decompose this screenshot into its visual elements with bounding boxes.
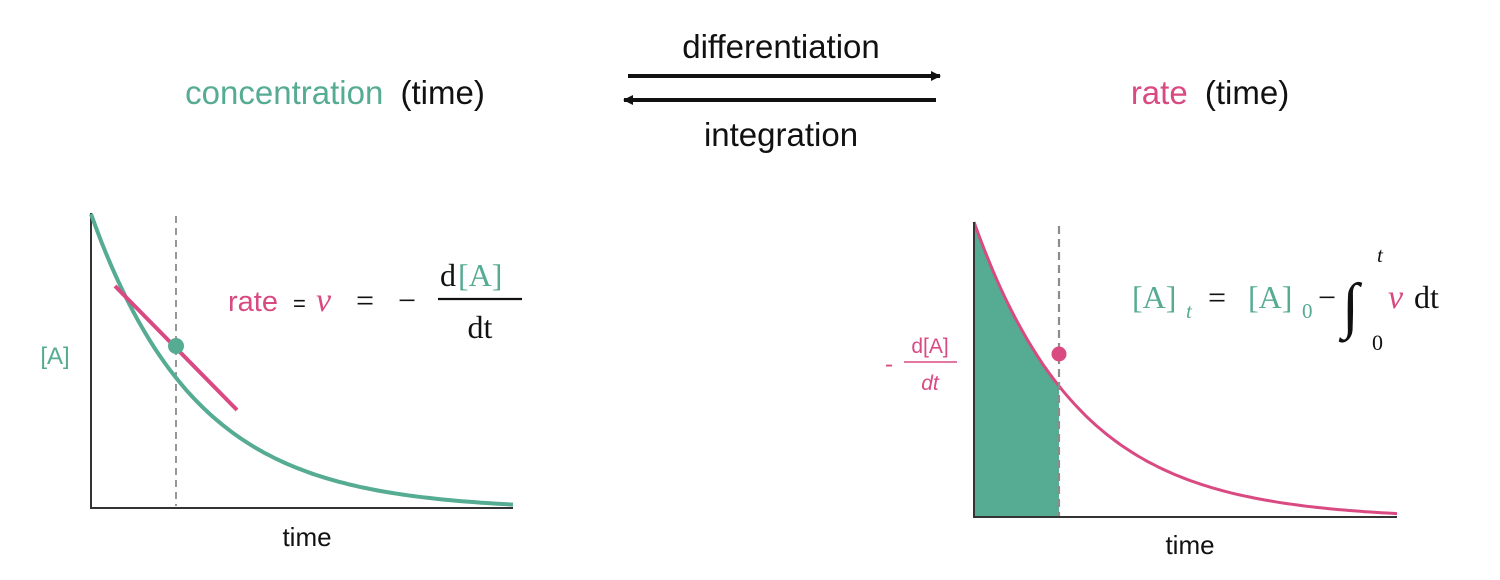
right-title-colored: rate: [1131, 74, 1188, 111]
eq-lhs-A: [A]: [1132, 279, 1176, 315]
rate-point: [1051, 346, 1067, 362]
tangent-point: [168, 338, 184, 354]
left-y-label: [A]: [40, 343, 69, 370]
integral-equation: [A] t = [A] 0 − ∫ t 0 ν dt: [1132, 243, 1439, 355]
integral-area: [974, 222, 1059, 517]
eq-numerator-A: [A]: [458, 257, 502, 293]
eq-nu: ν: [316, 282, 332, 319]
eq-equals: =: [1208, 279, 1226, 315]
eq-equals-2: =: [356, 282, 374, 318]
right-plot: - d[A] dt time [A] t = [A] 0 − ∫ t 0 ν d…: [885, 221, 1439, 560]
eq-minus: −: [398, 282, 416, 318]
eq-integrand-nu: ν: [1388, 279, 1404, 316]
eq-equals-1: =: [293, 291, 306, 316]
left-plot: [A] time rate = ν = − d [A] dt: [40, 213, 522, 552]
integral-lower-limit: 0: [1372, 330, 1383, 355]
eq-denominator: dt: [468, 309, 493, 345]
right-title-plain: (time): [1205, 74, 1289, 111]
right-x-label: time: [1165, 530, 1214, 560]
left-title-plain: (time): [400, 74, 484, 111]
left-title: concentration (time): [185, 74, 485, 111]
eq-integrand-dt: dt: [1414, 279, 1439, 315]
right-y-label-denominator: dt: [921, 372, 940, 395]
arrow-bottom-label: integration: [704, 116, 858, 153]
integral-upper-limit: t: [1377, 243, 1384, 267]
arrow-top-label: differentiation: [682, 28, 880, 65]
eq-lhs-subscript: t: [1186, 299, 1193, 323]
rate-curve: [972, 221, 1398, 516]
eq-numerator-d: d: [440, 257, 456, 293]
integral-sign-icon: ∫: [1338, 272, 1363, 343]
right-y-label-minus: -: [885, 351, 893, 378]
eq-rhs-subscript: 0: [1302, 299, 1313, 323]
right-title: rate (time): [1131, 74, 1289, 111]
eq-rate-word: rate: [228, 286, 278, 318]
rate-equation: rate = ν = − d [A] dt: [228, 257, 522, 345]
left-x-label: time: [282, 522, 331, 552]
eq-rhs-minus: −: [1318, 279, 1336, 315]
concentration-curve: [89, 213, 514, 507]
left-title-colored: concentration: [185, 74, 383, 111]
eq-rhs-A: [A]: [1248, 279, 1292, 315]
right-y-label: - d[A] dt: [885, 335, 957, 395]
right-y-label-numerator: d[A]: [911, 335, 948, 358]
